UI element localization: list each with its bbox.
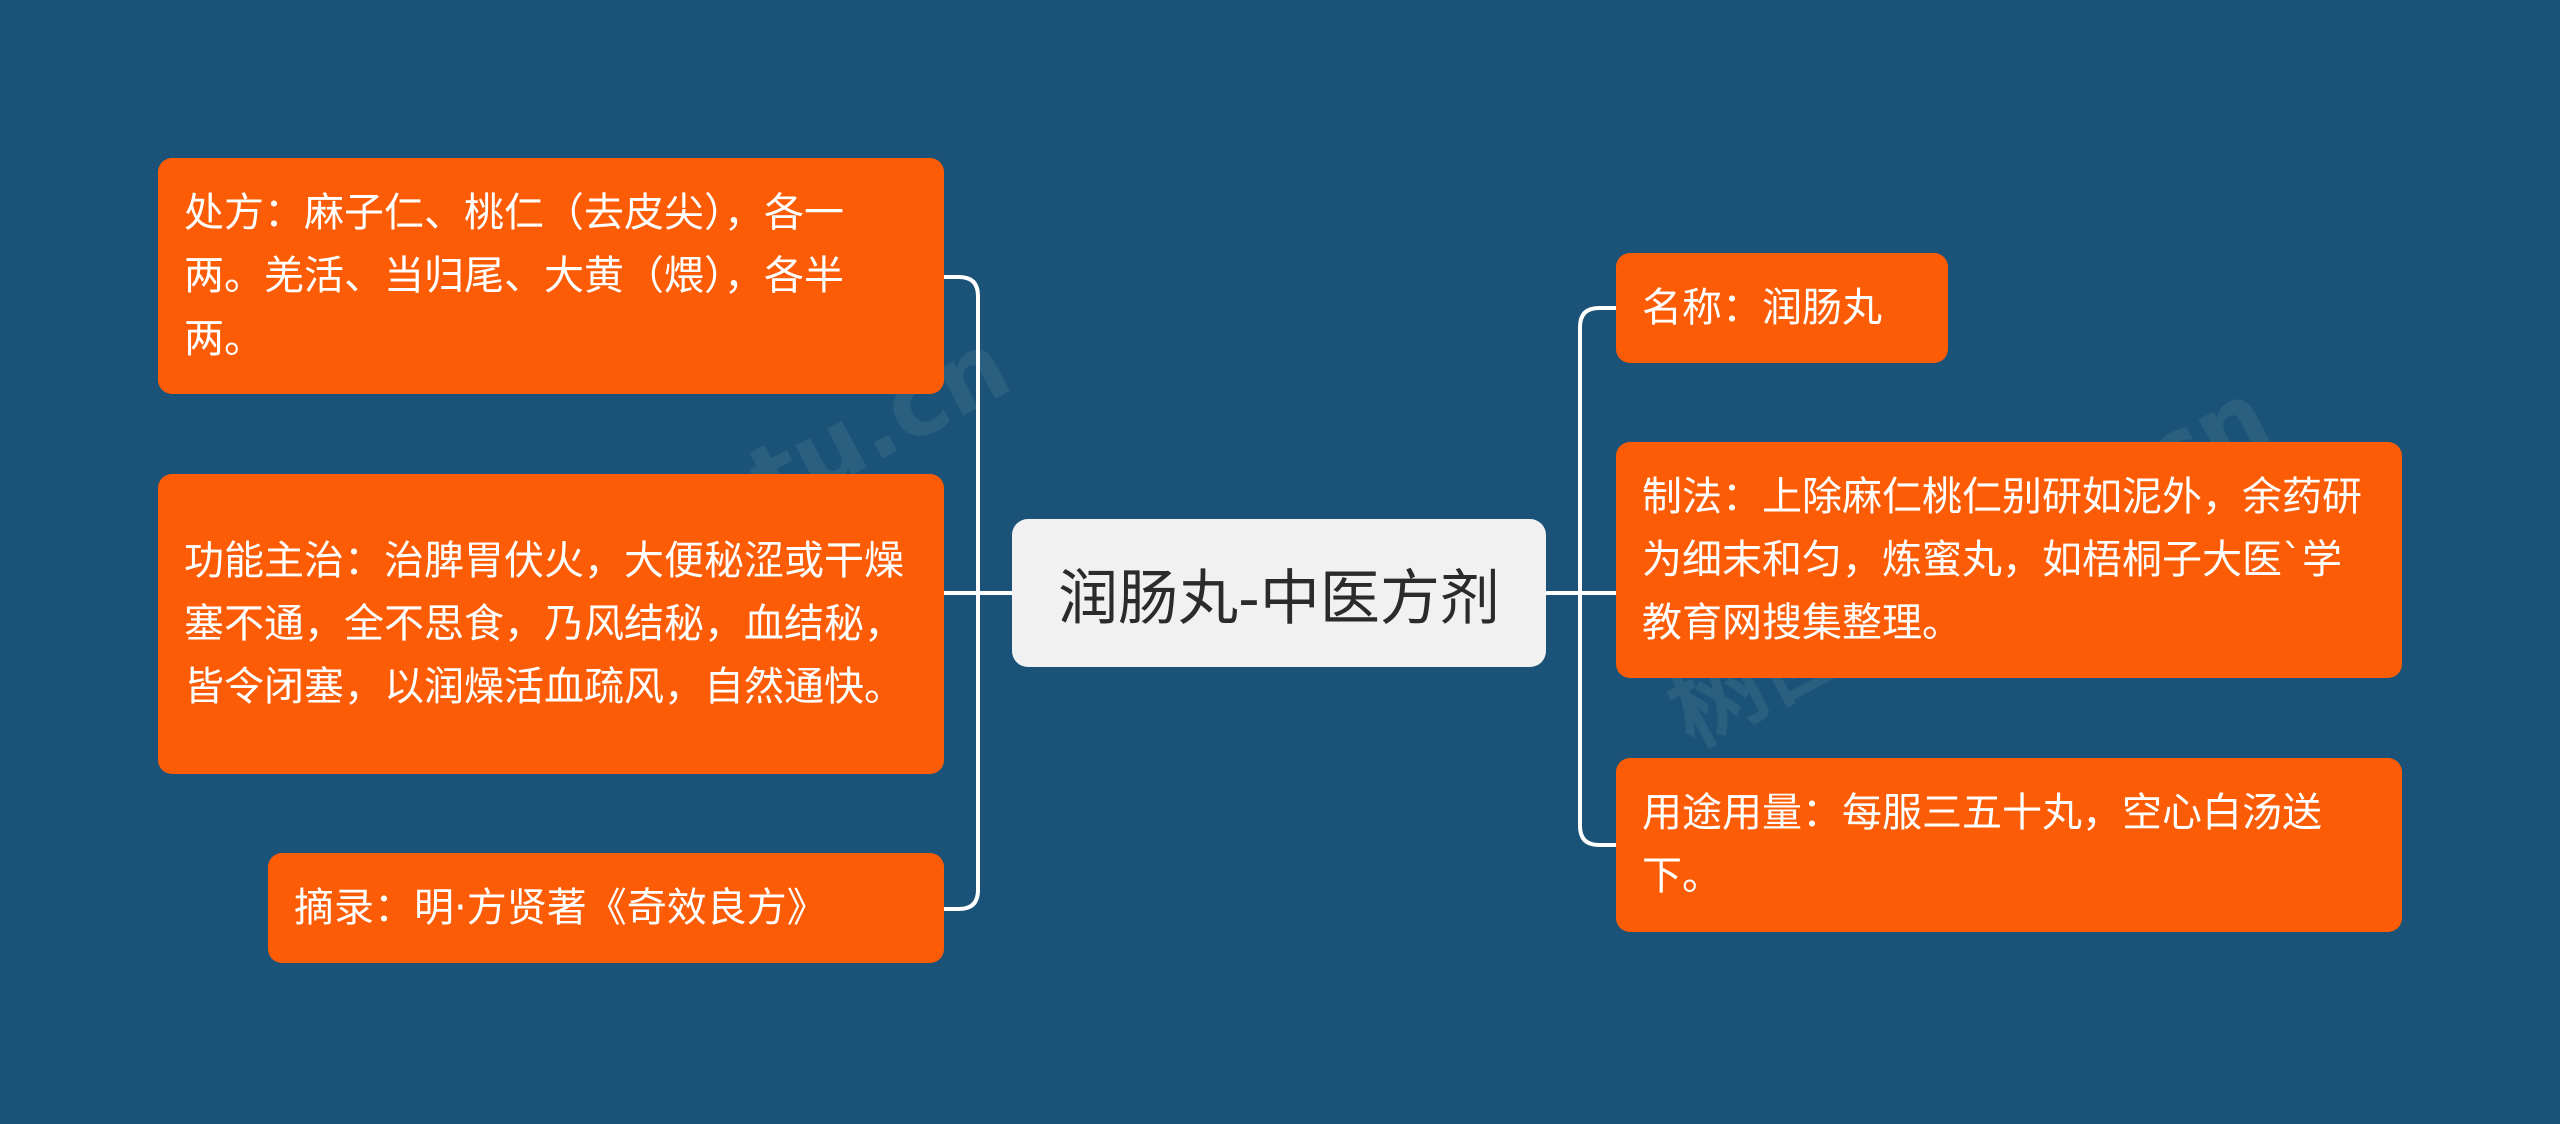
root-topic[interactable]: 润肠丸-中医方剂: [1012, 519, 1546, 667]
connector-left-3: [940, 888, 980, 911]
node-name-text: 名称：润肠丸: [1642, 284, 1882, 331]
node-source-text: 摘录：明·方贤著《奇效良方》: [294, 884, 827, 931]
node-preparation[interactable]: 制法：上除麻仁桃仁别研如泥外，余药研为细末和匀，炼蜜丸，如梧桐子大医`学教育网搜…: [1616, 442, 2402, 678]
connector-right-1: [1578, 306, 1618, 329]
node-prescription[interactable]: 处方：麻子仁、桃仁（去皮尖），各一两。羌活、当归尾、大黄（煨），各半两。: [158, 158, 944, 394]
node-usage-text: 用途用量：每服三五十丸，空心白汤送下。: [1642, 790, 2322, 899]
connector-right-3: [1578, 824, 1618, 847]
node-indications-text: 功能主治：治脾胃伏火，大便秘涩或干燥塞不通，全不思食，乃风结秘，血结秘，皆令闭塞…: [184, 537, 904, 710]
node-indications[interactable]: 功能主治：治脾胃伏火，大便秘涩或干燥塞不通，全不思食，乃风结秘，血结秘，皆令闭塞…: [158, 474, 944, 774]
connector-left-1: [940, 275, 980, 298]
root-topic-title: 润肠丸-中医方剂: [1058, 563, 1500, 634]
node-name[interactable]: 名称：润肠丸: [1616, 253, 1948, 363]
node-usage[interactable]: 用途用量：每服三五十丸，空心白汤送下。: [1616, 758, 2402, 932]
node-prescription-text: 处方：麻子仁、桃仁（去皮尖），各一两。羌活、当归尾、大黄（煨），各半两。: [184, 189, 844, 362]
node-source[interactable]: 摘录：明·方贤著《奇效良方》: [268, 853, 944, 963]
node-preparation-text: 制法：上除麻仁桃仁别研如泥外，余药研为细末和匀，炼蜜丸，如梧桐子大医`学教育网搜…: [1642, 473, 2362, 646]
